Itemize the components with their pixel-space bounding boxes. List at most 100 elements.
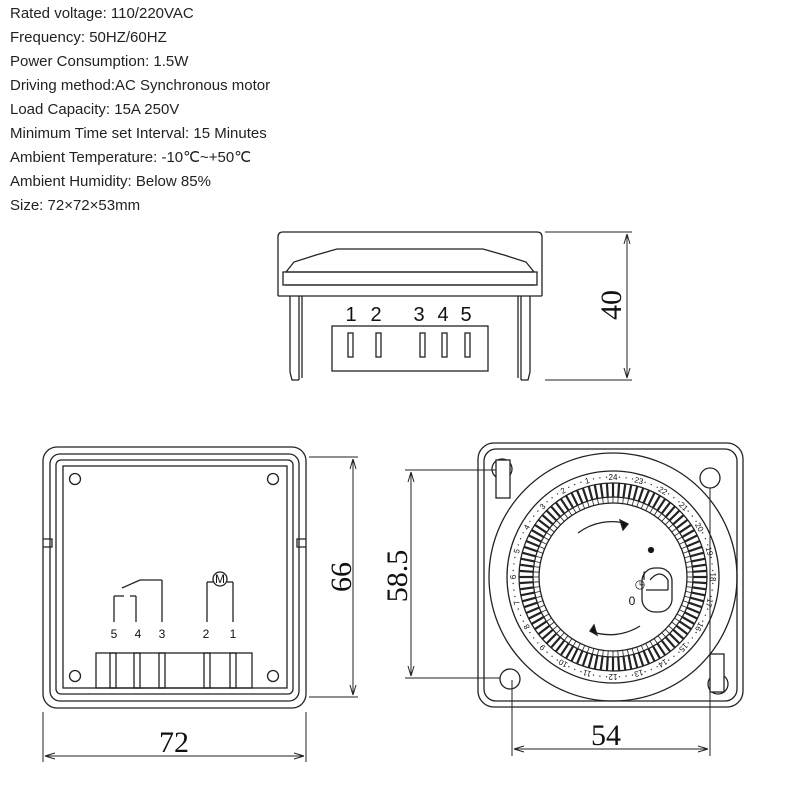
dial-tooth xyxy=(549,621,555,627)
dial-segment xyxy=(520,557,535,563)
dial-segment xyxy=(664,505,676,518)
dial-tooth xyxy=(538,546,545,550)
dial-tooth xyxy=(582,645,586,652)
spec-ambient-temperature: Ambient Temperature: -10℃~+50℃ xyxy=(10,149,252,166)
dial-segment xyxy=(660,501,672,515)
dial-quarter-dot xyxy=(519,538,522,540)
dial-segment xyxy=(534,523,548,534)
dial-segment xyxy=(537,518,551,530)
rear-width-dimension: 72 xyxy=(159,726,189,759)
dial-segment xyxy=(587,654,594,669)
dial-tooth xyxy=(665,629,670,634)
dial-quarter-dot xyxy=(513,589,515,591)
dial-segment xyxy=(550,505,562,518)
spec-load-capacity: Load Capacity: 15A 250V xyxy=(10,101,180,118)
dial-tooth xyxy=(563,635,569,641)
dial-hour-label: 4 xyxy=(522,523,532,532)
dial-tooth xyxy=(668,625,674,631)
side-height-dimension: 40 xyxy=(595,290,628,320)
dial-quarter-dot xyxy=(702,532,704,534)
dial-quarter-dot xyxy=(556,659,559,661)
dial-tooth xyxy=(537,600,544,604)
dial-tooth xyxy=(537,550,544,554)
dial-hour-label: 8 xyxy=(522,622,532,631)
dial-quarter-dot xyxy=(712,582,714,585)
dial-quarter-dot xyxy=(519,614,522,616)
dial-quarter-dot xyxy=(687,510,689,512)
spec-rated-voltage: Rated voltage: 110/220VAC xyxy=(10,5,194,22)
spec-frequency: Frequency: 50HZ/60HZ xyxy=(10,29,167,46)
dial-tooth xyxy=(582,502,586,509)
dial-segment xyxy=(692,586,707,591)
dial-tooth xyxy=(661,632,667,638)
dial-quarter-dot xyxy=(711,563,713,565)
dial-quarter-dot xyxy=(712,569,714,572)
manual-switch xyxy=(641,567,673,613)
terminal-number: 5 xyxy=(460,304,471,326)
terminal-number: 2 xyxy=(370,304,381,326)
dial-quarter-dot xyxy=(691,637,693,639)
dial-quarter-dot xyxy=(667,493,670,495)
dial-segment xyxy=(541,514,554,526)
dial-hour-label: 7 xyxy=(512,599,522,606)
dial-quarter-dot xyxy=(605,676,608,678)
dial-quarter-dot xyxy=(537,510,539,512)
dial-tooth xyxy=(645,505,649,511)
dial-tooth xyxy=(534,561,541,563)
dial-quarter-dot xyxy=(522,620,524,622)
dial-quarter-dot xyxy=(707,544,709,546)
dial-tooth xyxy=(640,502,644,509)
dial-segment xyxy=(647,648,656,662)
dial-hour-label: 19 xyxy=(704,546,715,557)
hole-width-dimension: 54 xyxy=(591,719,621,752)
dial-quarter-dot xyxy=(551,655,553,657)
dial-segment xyxy=(664,636,676,649)
dial-segment xyxy=(686,539,701,548)
dial-hour-label: 9 xyxy=(538,642,548,652)
dial-tooth xyxy=(679,609,685,613)
dial-tooth xyxy=(535,555,542,559)
dial-segment xyxy=(681,616,695,625)
dial-segment xyxy=(675,518,689,530)
pointer-tab xyxy=(709,653,725,693)
dial-tooth xyxy=(645,643,649,649)
dial-segment xyxy=(678,620,692,631)
dial-segment xyxy=(637,487,645,502)
dial-quarter-dot xyxy=(650,668,652,671)
dial-hour-label: 2 xyxy=(559,486,568,496)
dial-quarter-dot xyxy=(644,671,646,673)
dial-quarter-dot xyxy=(704,614,707,616)
terminal-slot xyxy=(419,332,426,358)
dial-segment xyxy=(627,484,633,499)
dial-tooth xyxy=(622,497,624,504)
dial-tooth xyxy=(627,649,629,656)
dial-segment xyxy=(647,492,656,506)
dial-tooth xyxy=(591,499,595,506)
dial-segment xyxy=(622,656,627,671)
dial-tooth xyxy=(568,638,573,644)
dial-quarter-dot xyxy=(580,481,582,483)
dial-tooth xyxy=(556,629,561,634)
dial-quarter-dot xyxy=(656,486,658,488)
dial-quarter-dot xyxy=(625,675,627,677)
dial-segment xyxy=(545,632,558,645)
dial-segment xyxy=(523,601,538,609)
dial-tooth xyxy=(541,609,547,613)
dial-quarter-dot xyxy=(568,666,570,668)
dial-tooth xyxy=(676,613,683,618)
dial-quarter-dot xyxy=(533,637,535,639)
dial-segment xyxy=(686,606,701,615)
terminal-number: 1 xyxy=(345,304,356,326)
hole-height-dimension: 58.5 xyxy=(381,550,414,603)
dial-segment xyxy=(652,645,661,659)
dial-quarter-dot xyxy=(687,642,689,644)
dial-tooth xyxy=(674,532,680,537)
mount-hole xyxy=(699,467,721,489)
dial-segment xyxy=(692,569,707,573)
dial-segment xyxy=(652,495,661,509)
dial-quarter-dot xyxy=(695,631,697,634)
dial-tooth xyxy=(682,600,689,604)
dial-tooth xyxy=(622,650,624,657)
motor-label: M xyxy=(215,572,225,586)
